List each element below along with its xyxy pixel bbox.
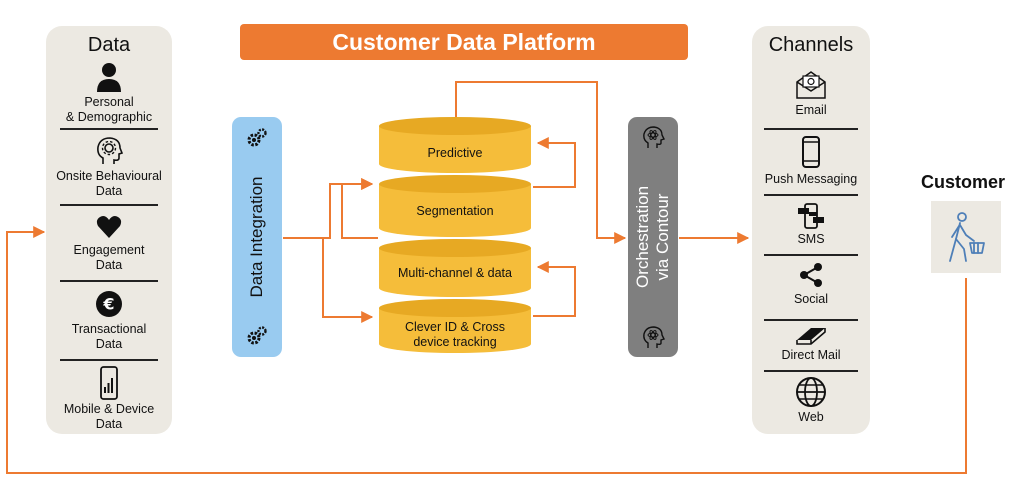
- euro-icon: €: [96, 291, 122, 317]
- data-item-mobile: Mobile & Device Data: [46, 366, 172, 432]
- divider: [60, 128, 158, 130]
- data-integration-bar: Data Integration: [232, 117, 282, 357]
- svg-text:€: €: [102, 295, 114, 314]
- customer-box: [931, 201, 1001, 273]
- sms-icon: [798, 203, 824, 229]
- data-item-personal: Personal & Demographic: [46, 62, 172, 125]
- channel-item-direct-mail: Direct Mail: [752, 324, 870, 363]
- database-cylinder: [379, 117, 531, 353]
- gears-icon: [247, 326, 267, 345]
- orchestration-label: Orchestration via Contour: [633, 185, 672, 289]
- db-layer-clever-id: Clever ID & Cross device tracking: [404, 320, 506, 349]
- data-item-engagement: Engagement Data: [46, 215, 172, 273]
- divider: [764, 194, 858, 196]
- head-atom-icon: [643, 326, 665, 348]
- channel-label: SMS: [797, 232, 825, 246]
- arrow-loop-to-segmentation: [341, 178, 378, 239]
- db-layer-predictive: Predictive: [427, 146, 483, 160]
- channel-label: Social: [793, 292, 829, 306]
- data-item-onsite-behaviour: Onsite Behavioural Data: [46, 136, 172, 199]
- arrow-db-to-orchestration: [455, 81, 627, 244]
- heart-icon: [96, 216, 122, 238]
- data-panel: Data Personal & Demographic Onsite Behav…: [46, 26, 172, 434]
- divider: [60, 204, 158, 206]
- arrow-integration-to-segmentation: [283, 178, 374, 239]
- database-stack: Predictive Segmentation Multi-channel & …: [378, 116, 532, 356]
- head-atom-icon: [643, 126, 665, 148]
- channel-item-push: Push Messaging: [752, 136, 870, 187]
- channel-item-sms: SMS: [752, 202, 870, 247]
- platform-title-banner: Customer Data Platform: [240, 24, 688, 60]
- channel-label: Direct Mail: [781, 348, 841, 362]
- db-layer-multichannel: Multi-channel & data: [398, 266, 512, 280]
- data-item-transactional: € Transactional Data: [46, 290, 172, 352]
- divider: [764, 128, 858, 130]
- arrow-loop-to-multichannel: [533, 261, 576, 317]
- channels-panel: Channels Email Push Messaging SMS: [752, 26, 870, 434]
- email-icon: [796, 71, 826, 99]
- channel-item-web: Web: [752, 376, 870, 425]
- channel-item-social: Social: [752, 262, 870, 307]
- smartphone-icon: [802, 136, 820, 168]
- arrow-loop-to-predictive: [533, 137, 576, 188]
- channel-label: Push Messaging: [764, 172, 858, 186]
- data-panel-title: Data: [87, 34, 131, 56]
- channel-label: Email: [795, 103, 827, 117]
- data-item-label: Transactional Data: [71, 322, 147, 351]
- arrow-customer-to-data: [6, 226, 967, 474]
- gears-icon: [247, 128, 267, 147]
- share-icon: [800, 263, 822, 287]
- divider: [764, 319, 858, 321]
- data-integration-label: Data Integration: [247, 176, 266, 298]
- divider: [60, 280, 158, 282]
- platform-title: Customer Data Platform: [332, 29, 596, 55]
- channel-label: Web: [798, 410, 824, 424]
- divider: [764, 370, 858, 372]
- data-item-label: Personal & Demographic: [65, 95, 153, 124]
- divider: [60, 359, 158, 361]
- orchestration-bar: Orchestration via Contour: [628, 117, 678, 357]
- divider: [764, 254, 858, 256]
- data-item-label: Onsite Behavioural Data: [56, 169, 162, 198]
- mobile-signal-icon: [100, 366, 118, 400]
- data-item-label: Engagement Data: [73, 243, 145, 272]
- db-layer-segmentation: Segmentation: [416, 204, 494, 218]
- data-item-label: Mobile & Device Data: [63, 402, 155, 431]
- customer-title: Customer: [920, 172, 1005, 192]
- person-icon: [97, 63, 121, 92]
- head-gear-icon: [97, 137, 124, 164]
- book-icon: [796, 328, 826, 345]
- channels-panel-title: Channels: [768, 34, 854, 56]
- arrow-integration-to-clever-id: [283, 237, 374, 323]
- channel-item-email: Email: [752, 70, 870, 118]
- globe-icon: [796, 377, 826, 407]
- shopper-icon: [949, 212, 985, 262]
